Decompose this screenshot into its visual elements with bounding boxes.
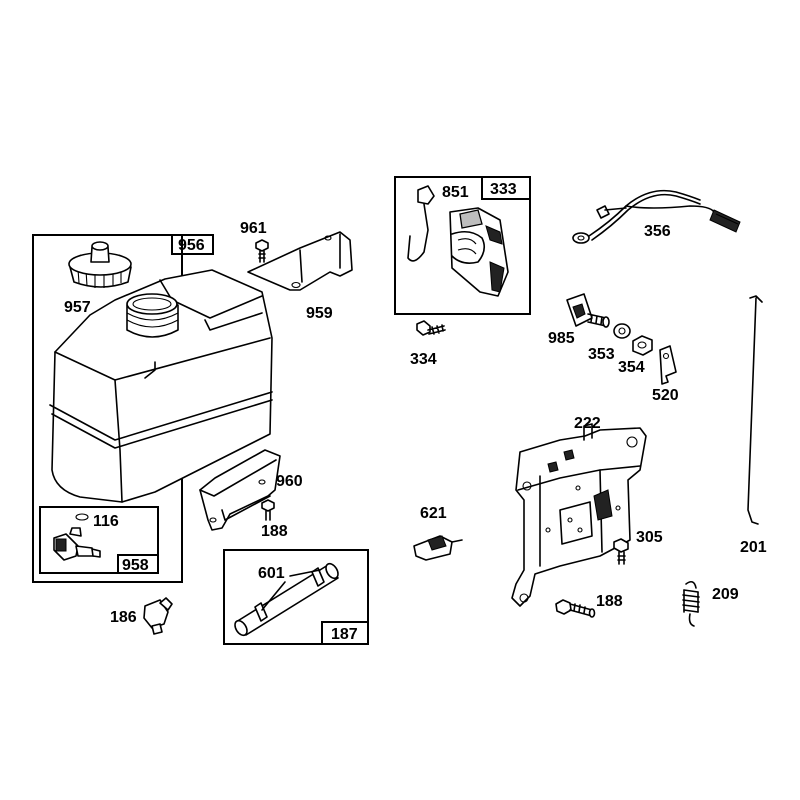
fuel-cap-drawing [68,241,132,288]
governor-link-drawing [747,295,763,525]
label-333: 333 [490,181,517,198]
nut-drawing [632,335,653,356]
switch-drawing [566,293,610,328]
screw-305-drawing [613,538,629,565]
label-334: 334 [410,351,437,368]
label-601: 601 [258,565,285,582]
ground-wire-drawing [572,189,741,244]
terminal-drawing [659,345,677,385]
label-520: 520 [652,387,679,404]
label-957: 957 [64,299,91,316]
fuel-line-kit-label-box [321,621,369,645]
armature-screw-drawing [416,320,446,336]
fuel-shutoff-kit-label-box [117,554,159,574]
elbow-fitting-drawing [143,597,173,635]
label-356: 356 [644,223,671,240]
fuel-tank-kit-label-box [171,234,214,255]
label-959: 959 [306,305,333,322]
label-188-lower: 188 [261,523,288,540]
label-116: 116 [93,513,119,530]
fuel-line-kit-group: 187 601 [223,549,369,645]
control-bracket-drawing [511,423,647,607]
fuel-shutoff-kit-frame [39,506,159,574]
hose-clamp-leader [261,569,321,611]
label-201: 201 [740,539,767,556]
label-186: 186 [110,609,137,626]
label-222: 222 [574,415,601,432]
label-851: 851 [442,184,469,201]
fuel-line-kit-frame [223,549,369,645]
spring-drawing [682,580,700,627]
label-188-right: 188 [596,593,623,610]
tank-bracket-drawing [247,231,353,291]
clip-drawing [413,535,463,561]
fuel-line-drawing [234,562,339,637]
armature-kit-group: 333 851 [394,176,531,315]
label-187: 187 [331,626,358,643]
screw-188-right-drawing [555,599,596,618]
label-960: 960 [276,473,303,490]
label-985: 985 [548,330,575,347]
tank-strap-drawing [199,449,281,531]
fuel-tank-kit-group: 956 957 958 [32,234,273,583]
screw-188-lower-drawing [261,499,275,521]
label-958: 958 [122,557,149,574]
label-961: 961 [240,220,267,237]
label-305: 305 [636,529,663,546]
armature-kit-label-box [481,176,531,200]
label-209: 209 [712,586,739,603]
armature-kit-frame [394,176,531,315]
fuel-valve-drawing [53,513,101,561]
label-353: 353 [588,346,615,363]
label-621: 621 [420,505,447,522]
label-354: 354 [618,359,645,376]
fuel-tank-drawing [49,269,273,503]
bracket-screw-drawing [255,239,269,263]
washer-drawing [613,323,631,339]
label-956: 956 [178,237,205,254]
armature-drawing [407,185,509,297]
